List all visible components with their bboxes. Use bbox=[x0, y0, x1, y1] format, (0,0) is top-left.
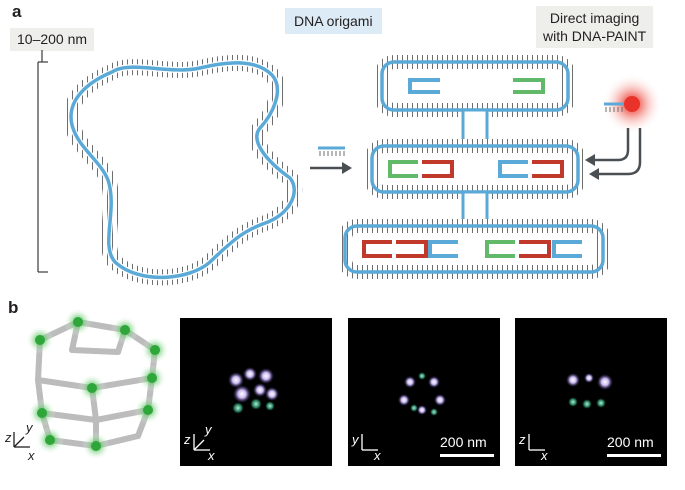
model-axis-z: z bbox=[5, 430, 12, 445]
folded-origami bbox=[338, 55, 610, 279]
superresolution-image-2: y x 200 nm bbox=[348, 318, 500, 466]
superresolution-image-3: z x 200 nm bbox=[515, 318, 667, 466]
size-bracket bbox=[37, 50, 48, 273]
direct-imaging-label: Direct imaging with DNA-PAINT bbox=[536, 6, 654, 48]
binding-arrows-icon bbox=[585, 128, 642, 180]
image1-axes bbox=[193, 434, 210, 451]
direct-imaging-label-line1: Direct imaging bbox=[549, 10, 640, 26]
image3-axis-z: z bbox=[519, 432, 526, 447]
image3-axis-x: x bbox=[541, 448, 548, 463]
scalebar-2 bbox=[607, 454, 661, 457]
panel-label-a: a bbox=[12, 2, 22, 21]
scalebar-1 bbox=[440, 454, 494, 457]
dna-paint-docking-sites bbox=[26, 308, 169, 460]
image1-axis-y: y bbox=[205, 422, 212, 437]
model-axis-x: x bbox=[28, 448, 35, 463]
scalebar-label-1: 200 nm bbox=[440, 434, 487, 450]
imager-strand-glow bbox=[602, 74, 662, 134]
image2-axes bbox=[361, 434, 378, 451]
image3-axes bbox=[528, 434, 545, 451]
truncated-octahedron-model bbox=[35, 319, 158, 449]
image1-axis-z: z bbox=[184, 432, 191, 447]
direct-imaging-label-line2: with DNA-PAINT bbox=[543, 28, 647, 44]
image1-axis-x: x bbox=[208, 448, 215, 463]
scaffold-strand bbox=[63, 54, 303, 286]
panel-label-b: b bbox=[8, 298, 19, 317]
dna-origami-label: DNA origami bbox=[285, 8, 382, 34]
image2-axis-x: x bbox=[374, 448, 381, 463]
staple-strand-icon bbox=[318, 146, 345, 156]
size-range-label: 10–200 nm bbox=[10, 28, 95, 51]
image2-axis-y: y bbox=[352, 432, 359, 447]
panel-a-diagram bbox=[37, 50, 662, 286]
model-axis-y: y bbox=[26, 420, 33, 435]
scalebar-label-2: 200 nm bbox=[607, 434, 654, 450]
fold-arrow-icon bbox=[310, 162, 352, 174]
superresolution-image-1: z y x bbox=[180, 318, 332, 466]
